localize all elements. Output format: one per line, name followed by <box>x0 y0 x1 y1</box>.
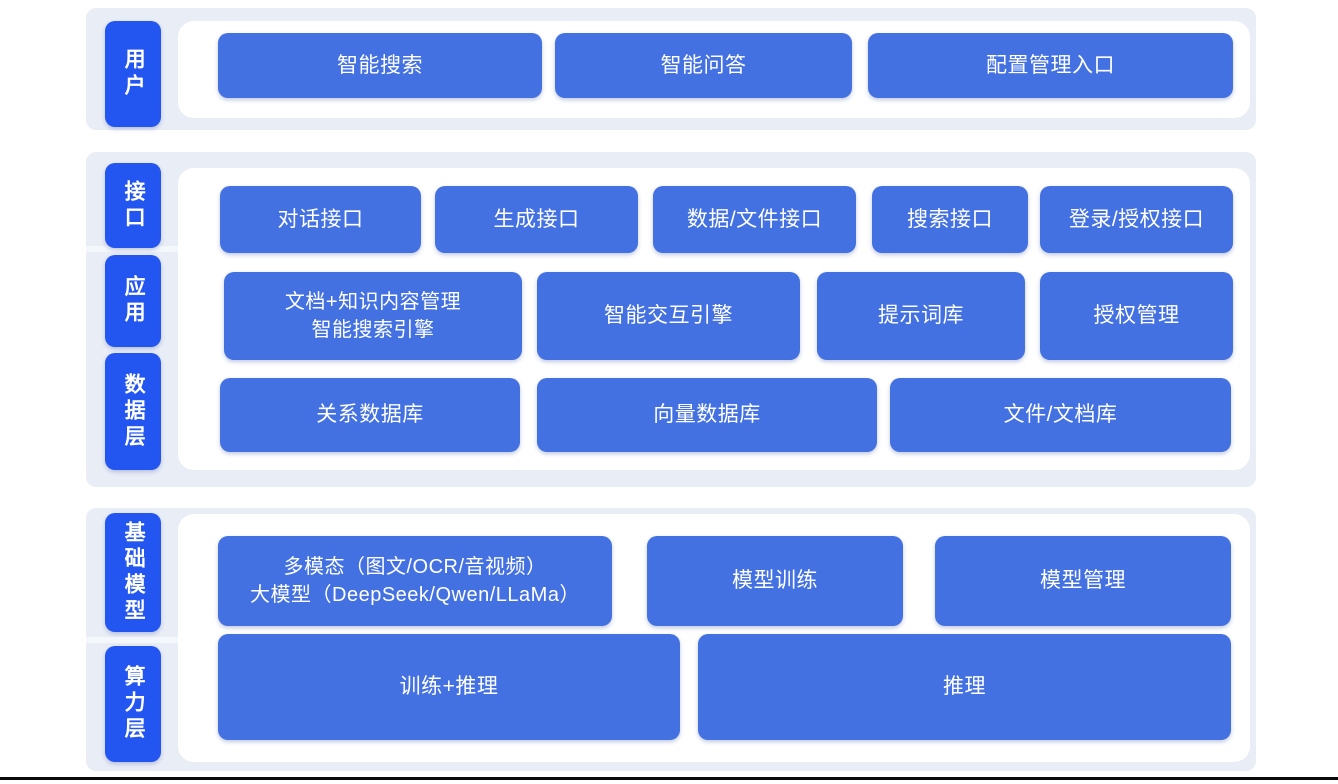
node-prompt-library: 提示词库 <box>817 272 1025 360</box>
node-training-plus-inference: 训练+推理 <box>218 634 680 740</box>
layer-label-interface: 接口 <box>105 163 161 248</box>
node-doc-knowledge-search-engine: 文档+知识内容管理 智能搜索引擎 <box>224 272 522 360</box>
node-login-auth-api: 登录/授权接口 <box>1040 186 1233 253</box>
node-multimodal-large-model: 多模态（图文/OCR/音视频） 大模型（DeepSeek/Qwen/LLaMa） <box>218 536 612 626</box>
node-interaction-engine: 智能交互引擎 <box>537 272 800 360</box>
node-inference: 推理 <box>698 634 1231 740</box>
node-file-document-store: 文件/文档库 <box>890 378 1231 452</box>
layer-label-application: 应用 <box>105 255 161 347</box>
node-relational-database: 关系数据库 <box>220 378 520 452</box>
node-model-training: 模型训练 <box>647 536 903 626</box>
foundation-panel: 多模态（图文/OCR/音视频） 大模型（DeepSeek/Qwen/LLaMa）… <box>178 514 1250 762</box>
platform-panel: 对话接口 生成接口 数据/文件接口 搜索接口 登录/授权接口 文档+知识内容管理… <box>178 168 1250 470</box>
section-foundation-layers: 基础模型 算力层 多模态（图文/OCR/音视频） 大模型（DeepSeek/Qw… <box>86 508 1256 771</box>
layer-label-base-model: 基础模型 <box>105 513 161 632</box>
bottom-border-line <box>0 777 1338 780</box>
node-vector-database: 向量数据库 <box>537 378 877 452</box>
node-smart-search: 智能搜索 <box>218 33 542 98</box>
node-generation-api: 生成接口 <box>435 186 638 253</box>
section-platform-layers: 接口 应用 数据层 对话接口 生成接口 数据/文件接口 搜索接口 登录/授权接口… <box>86 152 1256 487</box>
user-layer-panel: 智能搜索 智能问答 配置管理入口 <box>178 21 1250 118</box>
label-seam-divider <box>86 246 178 252</box>
node-auth-management: 授权管理 <box>1040 272 1233 360</box>
layer-label-compute: 算力层 <box>105 646 161 762</box>
label-seam-divider <box>86 637 178 643</box>
section-user-layer: 用户 智能搜索 智能问答 配置管理入口 <box>86 8 1256 130</box>
node-search-api: 搜索接口 <box>872 186 1028 253</box>
node-smart-qa: 智能问答 <box>555 33 852 98</box>
node-model-management: 模型管理 <box>935 536 1231 626</box>
layer-label-user: 用户 <box>105 21 161 127</box>
node-dialog-api: 对话接口 <box>220 186 421 253</box>
node-data-file-api: 数据/文件接口 <box>653 186 856 253</box>
layer-label-data: 数据层 <box>105 353 161 470</box>
node-config-management-entry: 配置管理入口 <box>868 33 1233 98</box>
